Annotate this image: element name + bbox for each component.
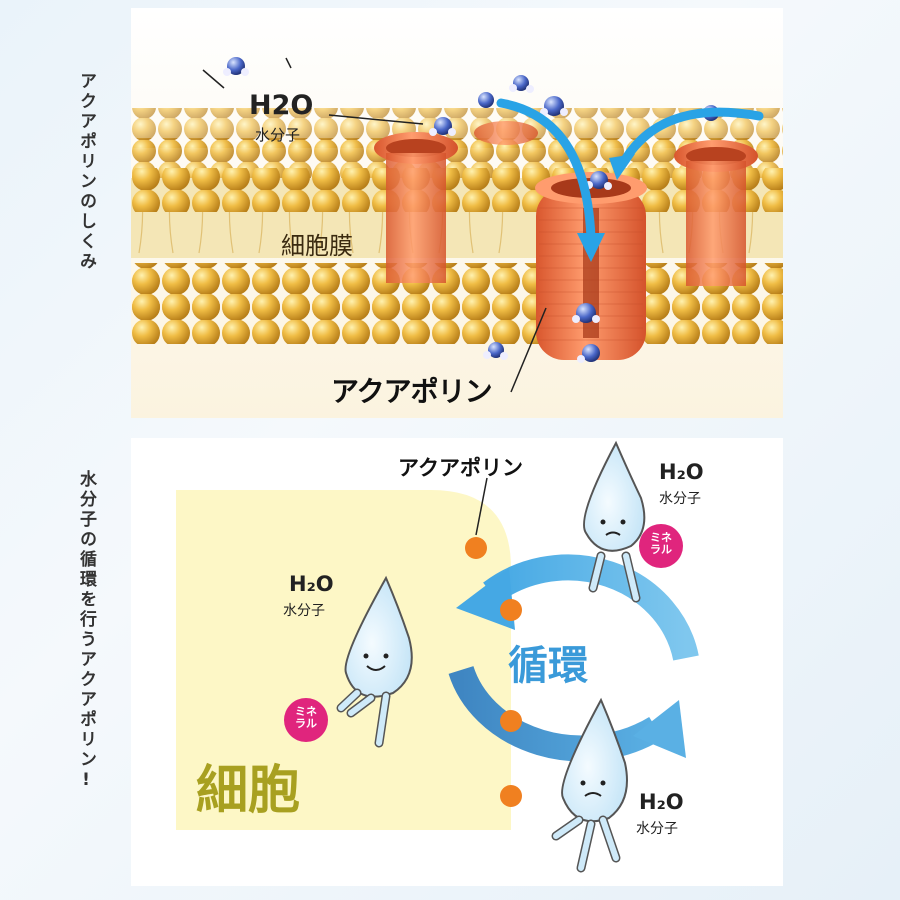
section-label-mechanism: アクアポリンのしくみ [76, 72, 96, 272]
water-droplet-character-cell [284, 575, 413, 748]
water-droplet-character-bottom [551, 697, 628, 873]
water-droplet-character-top [583, 440, 683, 603]
mineral-badge-cell: ミネラル [295, 705, 317, 730]
h2o-label-bottom-right: H₂O [639, 790, 684, 814]
cell-region [176, 490, 511, 830]
aquaporin-ports [465, 537, 522, 807]
water-molecule-label: 水分子 [255, 126, 301, 144]
water-flow-arrows [496, 98, 764, 243]
cycle-arrow-upper-head [456, 568, 515, 630]
membrane-illustration [131, 8, 783, 418]
cell-label: 細胞 [196, 761, 301, 821]
aquaporin-label-bottom: アクアポリン [398, 456, 523, 480]
arrow-head-down [577, 233, 605, 262]
aquaporin-channel [535, 172, 647, 360]
water-label-bottom-right: 水分子 [636, 821, 678, 837]
cycle-arrow-lower-head [633, 700, 686, 758]
h2o-label: H2O [249, 90, 314, 121]
water-molecules [223, 57, 719, 363]
water-label-cell: 水分子 [283, 603, 325, 619]
cycle-label: 循環 [508, 643, 588, 689]
aquaporin-label: アクアポリン [331, 375, 493, 408]
arrow-head-in [609, 154, 635, 180]
cycle-arrow-lower [448, 665, 663, 762]
circulation-diagram-panel: アクアポリン H₂O 水分子 ミネラル H₂O 水分子 ミネラル 循環 細胞 H… [131, 438, 783, 886]
cell-membrane-label: 細胞膜 [281, 232, 353, 260]
h2o-label-cell: H₂O [289, 572, 334, 596]
h2o-label-top-right: H₂O [659, 460, 704, 484]
mineral-badge-top: ミネラル [650, 531, 672, 556]
cycle-arrow-upper [483, 554, 699, 661]
section-label-circulation: 水分子の循環を行うアクアポリン! [76, 470, 96, 793]
membrane-illustration-panel: H2O 水分子 細胞膜 アクアポリン [131, 8, 783, 418]
water-label-top-right: 水分子 [659, 491, 701, 507]
circulation-diagram [176, 440, 699, 873]
